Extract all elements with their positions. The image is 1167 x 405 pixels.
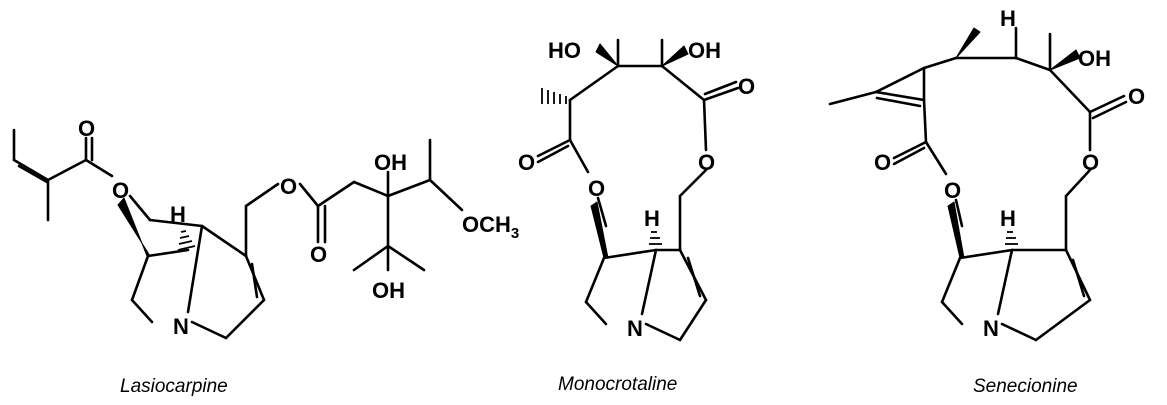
monocrotaline-wedge-oh (661, 45, 689, 67)
lasiocarpine-carbonyl-oxygen: O (78, 116, 95, 141)
senecionine-bonds (828, 26, 1128, 342)
lasiocarpine-hash-bond (177, 230, 196, 251)
senecionine-ring-oxygen-right: O (1082, 150, 1099, 175)
lasiocarpine-carbonyl-oxygen-2: O (310, 242, 327, 267)
senecionine-carbonyl-oxygen-left: O (874, 150, 891, 175)
monocrotaline-carbonyl-oxygen-left: O (518, 150, 535, 175)
senecionine-hash-h (1005, 231, 1018, 245)
senecionine-ring-oxygen-left: O (944, 178, 961, 203)
senecionine-oh-label: OH (1078, 46, 1111, 71)
lasiocarpine-oh-bottom: OH (372, 278, 405, 303)
senecionine-h-label: H (1000, 206, 1016, 231)
monocrotaline-caption: Monocrotaline (558, 374, 677, 395)
senecionine-structure: H OH O O O O H N Senecionine (828, 6, 1145, 397)
lasiocarpine-ester-oxygen: O (112, 178, 129, 203)
monocrotaline-hash-methyl (541, 88, 567, 104)
monocrotaline-h-label: H (644, 206, 660, 231)
monocrotaline-structure: HO OH O O O O H N Monocrotaline (518, 38, 755, 395)
monocrotaline-wedge-ho (595, 43, 619, 67)
senecionine-carbonyl-oxygen-right: O (1128, 84, 1145, 109)
monocrotaline-carbonyl-oxygen-right: O (738, 74, 755, 99)
senecionine-nitrogen: N (983, 316, 999, 341)
lasiocarpine-nitrogen: N (173, 314, 189, 339)
lasiocarpine-ester-oxygen-2: O (280, 174, 297, 199)
senecionine-wedge-oh (1049, 49, 1081, 71)
senecionine-wedge-methyl (955, 27, 981, 59)
monocrotaline-nitrogen: N (627, 316, 643, 341)
monocrotaline-ring-oxygen-right: O (698, 150, 715, 175)
lasiocarpine-wedge-bond (117, 197, 151, 257)
lasiocarpine-oh-top: OH (374, 150, 407, 175)
lasiocarpine-methoxy: OCH3 (462, 212, 519, 242)
lasiocarpine-caption: Lasiocarpine (120, 376, 228, 397)
monocrotaline-bonds (536, 38, 740, 342)
lasiocarpine-bonds (12, 128, 464, 340)
monocrotaline-oh-label: OH (688, 38, 721, 63)
monocrotaline-wedge-core (590, 201, 609, 259)
senecionine-caption: Senecionine (973, 376, 1078, 397)
lasiocarpine-h-label: H (170, 202, 186, 227)
lasiocarpine-structure: O O H N O O OH OCH3 OH Lasiocarpine (12, 116, 519, 397)
monocrotaline-ho-label: HO (548, 38, 581, 63)
senecionine-wedge-core (947, 201, 965, 259)
monocrotaline-hash-h (649, 231, 662, 245)
monocrotaline-ring-oxygen-left: O (588, 176, 605, 201)
senecionine-h-top: H (1000, 6, 1016, 31)
